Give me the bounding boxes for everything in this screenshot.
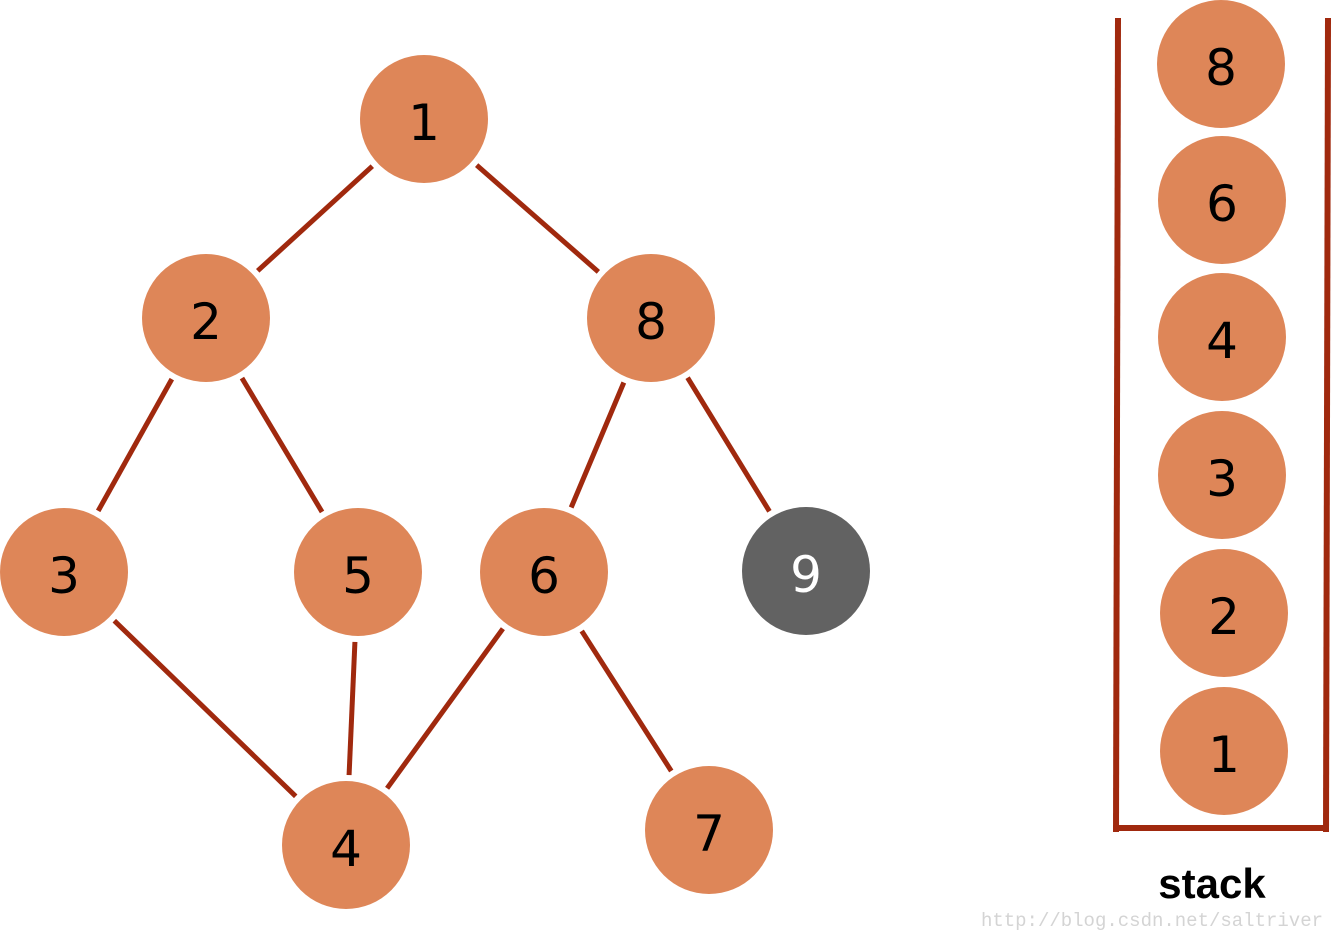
stack-item-4: 4 bbox=[1158, 273, 1286, 401]
graph-node-7: 7 bbox=[645, 766, 773, 894]
edge-8-6 bbox=[568, 381, 627, 509]
graph-node-3-circle bbox=[0, 508, 128, 636]
stack-item-1: 1 bbox=[1160, 687, 1288, 815]
edge-3-4 bbox=[112, 618, 298, 799]
graph-node-9: 9 bbox=[742, 507, 870, 635]
edge-1-2 bbox=[256, 164, 374, 273]
stack-container bbox=[1113, 17, 1331, 833]
stack-item-8: 8 bbox=[1157, 0, 1285, 128]
stack-item-2-circle bbox=[1160, 549, 1288, 677]
graph-node-8-circle bbox=[587, 254, 715, 382]
stack-item-1-circle bbox=[1160, 687, 1288, 815]
edge-8-9 bbox=[685, 376, 772, 513]
stack-item-8-label: 8 bbox=[1205, 39, 1237, 97]
edge-6-4 bbox=[385, 627, 505, 790]
graph-node-2-label: 2 bbox=[190, 293, 222, 351]
graph-node-4-label: 4 bbox=[330, 820, 362, 878]
edge-2-5 bbox=[239, 376, 325, 514]
graph-node-7-circle bbox=[645, 766, 773, 894]
stack-item-6-label: 6 bbox=[1206, 175, 1238, 233]
graph-node-2-circle bbox=[142, 254, 270, 382]
graph-node-4-circle bbox=[282, 781, 410, 909]
graph-node-4: 4 bbox=[282, 781, 410, 909]
graph-node-3: 3 bbox=[0, 508, 128, 636]
stack-item-3-circle bbox=[1158, 411, 1286, 539]
stack-item-8-circle bbox=[1157, 0, 1285, 128]
stack-label: stack bbox=[1158, 860, 1266, 907]
stack-item-6: 6 bbox=[1158, 136, 1286, 264]
stack-right-wall bbox=[1323, 17, 1331, 833]
graph-node-7-label: 7 bbox=[693, 805, 725, 863]
graph-node-5-label: 5 bbox=[342, 547, 374, 605]
stack-item-4-label: 4 bbox=[1206, 312, 1238, 370]
edge-2-3 bbox=[95, 377, 175, 513]
graph-node-6-circle bbox=[480, 508, 608, 636]
stack-item-4-circle bbox=[1158, 273, 1286, 401]
graph-node-1-label: 1 bbox=[408, 94, 440, 152]
stack-left-wall bbox=[1113, 17, 1121, 833]
graph-node-8-label: 8 bbox=[635, 293, 667, 351]
graph-node-9-circle bbox=[742, 507, 870, 635]
graph-node-6: 6 bbox=[480, 508, 608, 636]
edge-5-4 bbox=[346, 641, 358, 776]
edge-6-7 bbox=[579, 629, 674, 773]
graph-node-3-label: 3 bbox=[48, 547, 80, 605]
graph-node-6-label: 6 bbox=[528, 547, 560, 605]
watermark: http://blog.csdn.net/saltriver bbox=[980, 910, 1323, 932]
graph-node-8: 8 bbox=[587, 254, 715, 382]
stack-item-2: 2 bbox=[1160, 549, 1288, 677]
graph-node-9-label: 9 bbox=[790, 546, 822, 604]
graph-node-5-circle bbox=[294, 508, 422, 636]
graph-node-1-circle bbox=[360, 55, 488, 183]
stack-item-2-label: 2 bbox=[1208, 588, 1240, 646]
stack-item-3-label: 3 bbox=[1206, 450, 1238, 508]
graph-node-1: 1 bbox=[360, 55, 488, 183]
graph-node-2: 2 bbox=[142, 254, 270, 382]
stack-item-6-circle bbox=[1158, 136, 1286, 264]
stack-item-1-label: 1 bbox=[1208, 726, 1240, 784]
edge-1-8 bbox=[474, 163, 601, 274]
stack-item-3: 3 bbox=[1158, 411, 1286, 539]
graph-node-5: 5 bbox=[294, 508, 422, 636]
